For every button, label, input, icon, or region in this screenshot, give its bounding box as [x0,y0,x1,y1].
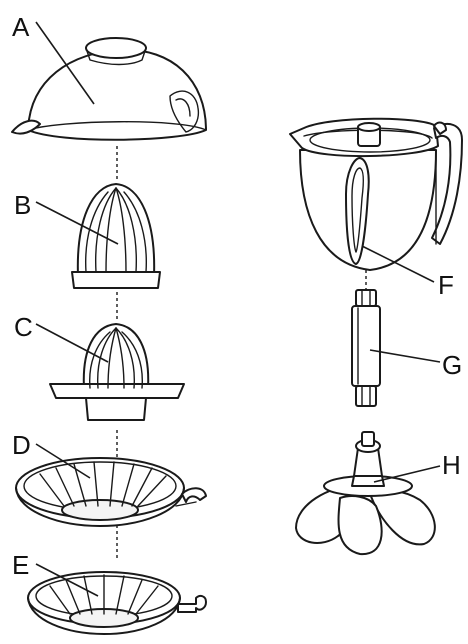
label-b: B [14,190,31,220]
label-h: H [442,450,461,480]
leader-line-h [374,466,440,482]
label-d: D [12,430,31,460]
part-b-small-cone [72,184,160,288]
label-a: A [12,12,30,42]
label-g: G [442,350,462,380]
part-e-strainer [28,572,206,634]
label-c: C [14,312,33,342]
part-f-jug [290,119,462,290]
part-g-shaft [352,290,380,406]
part-c-large-cone [50,324,184,420]
part-d-strainer [16,458,206,526]
label-f: F [438,270,454,300]
part-h-blade [296,432,435,554]
label-e: E [12,550,29,580]
part-a-dome-cover [12,38,206,140]
